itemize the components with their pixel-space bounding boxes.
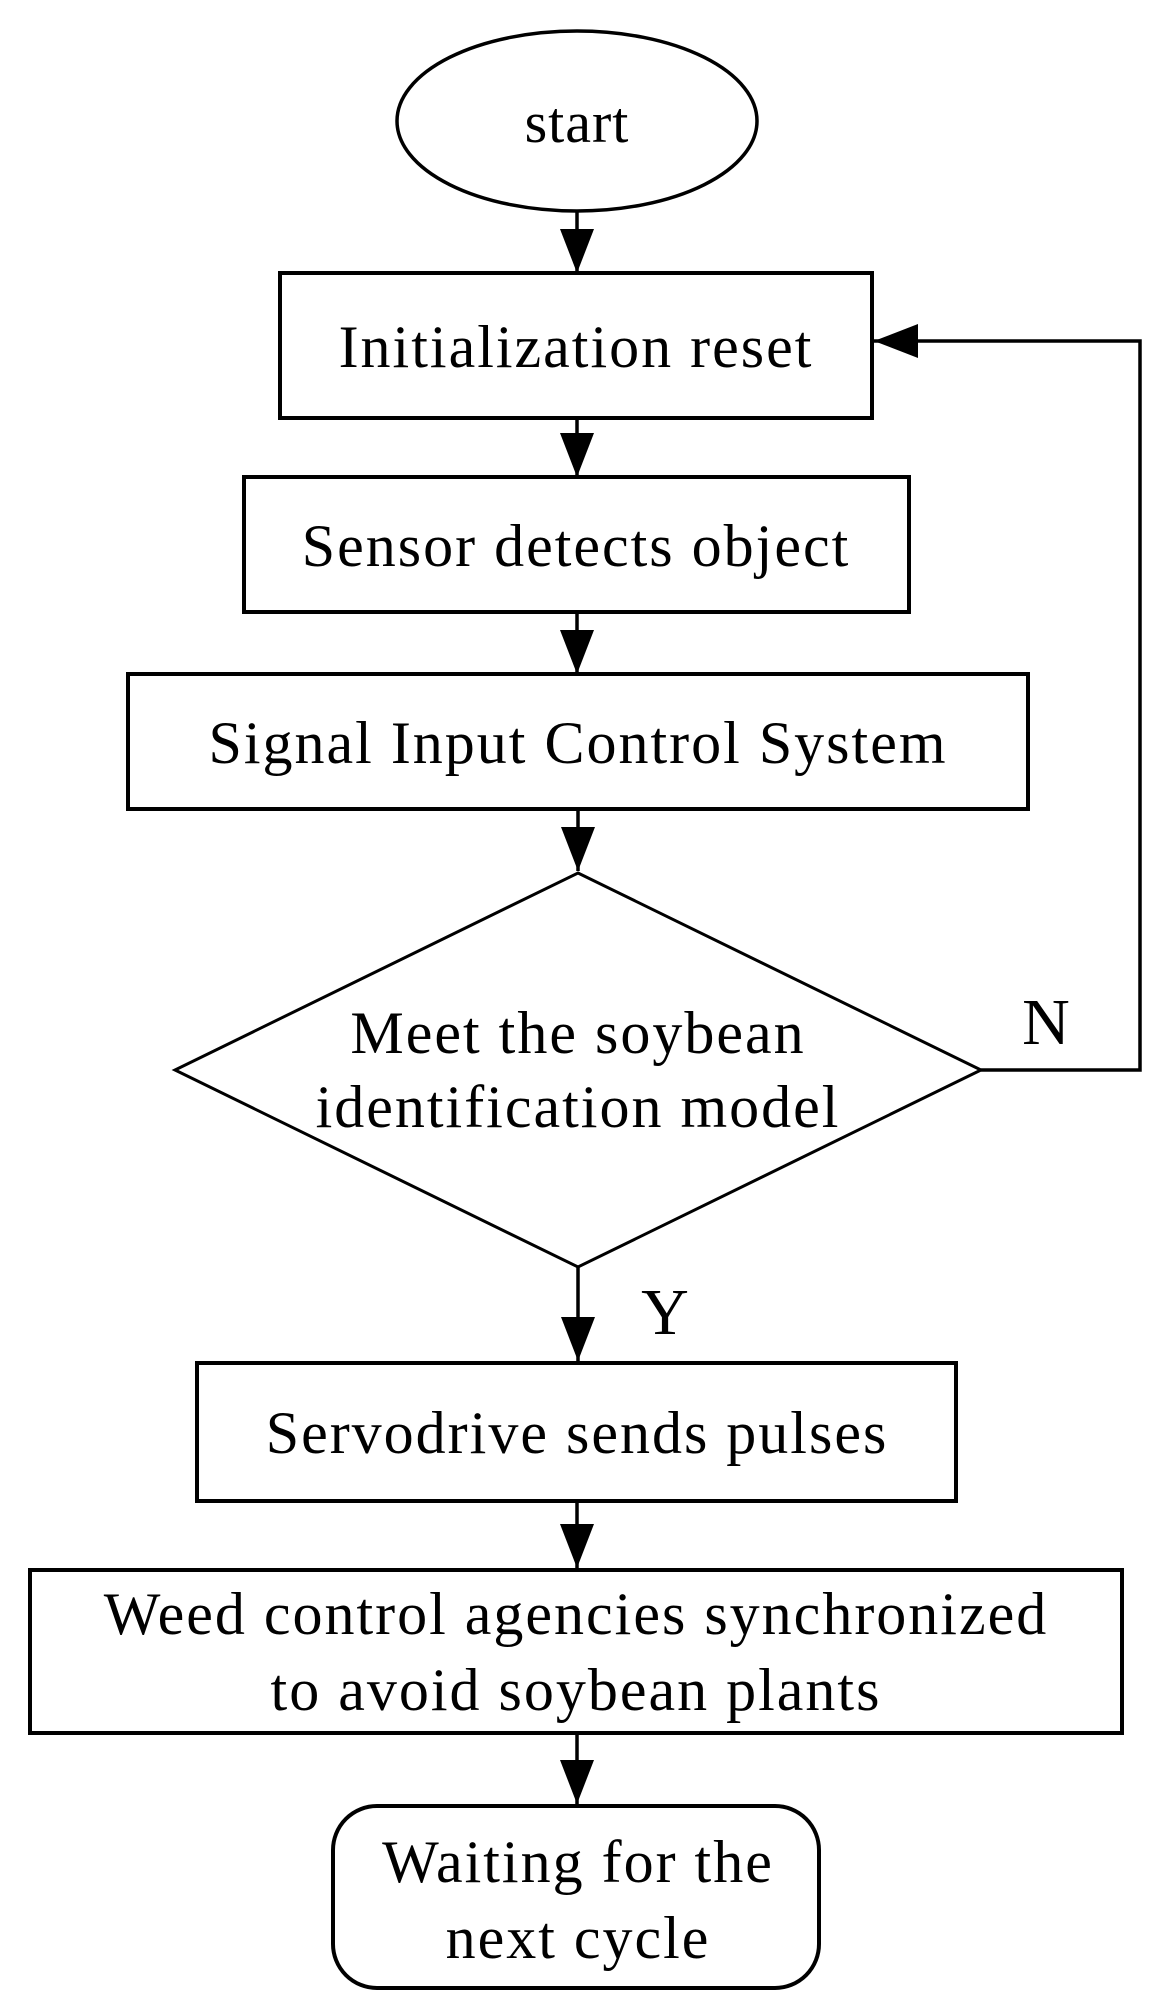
weed-control-label-line2: to avoid soybean plants	[271, 1657, 882, 1723]
signal-input-control-system-label: Signal Input Control System	[208, 710, 947, 776]
start-label: start	[525, 90, 630, 155]
servodrive-sends-pulses-process-shape	[195, 1361, 958, 1503]
servodrive-sends-pulses-label: Servodrive sends pulses	[266, 1400, 889, 1466]
waiting-label-line1: Waiting for the	[382, 1829, 774, 1895]
sensor-detects-object-process-shape	[242, 475, 911, 614]
waiting-label-line2: next cycle	[446, 1905, 711, 1971]
waiting-terminator-shape	[331, 1804, 821, 1990]
weed-control-process-shape	[28, 1568, 1124, 1735]
soybean-identification-decision-shape	[171, 871, 985, 1269]
branch-label-no: N	[1022, 986, 1070, 1059]
initialization-reset-label: Initialization reset	[339, 314, 814, 380]
decision-label-line1: Meet the soybean	[350, 1000, 805, 1066]
start-terminator-shape	[395, 29, 759, 213]
decision-label-line2: identification model	[316, 1074, 841, 1140]
weed-control-label-line1: Weed control agencies synchronized	[104, 1581, 1048, 1647]
signal-input-control-system-process-shape	[126, 672, 1030, 811]
initialization-reset-process-shape	[278, 271, 874, 420]
edge-decision-no-loop-to-init	[874, 324, 1142, 1072]
branch-label-yes: Y	[641, 1276, 689, 1349]
sensor-detects-object-label: Sensor detects object	[302, 513, 851, 579]
